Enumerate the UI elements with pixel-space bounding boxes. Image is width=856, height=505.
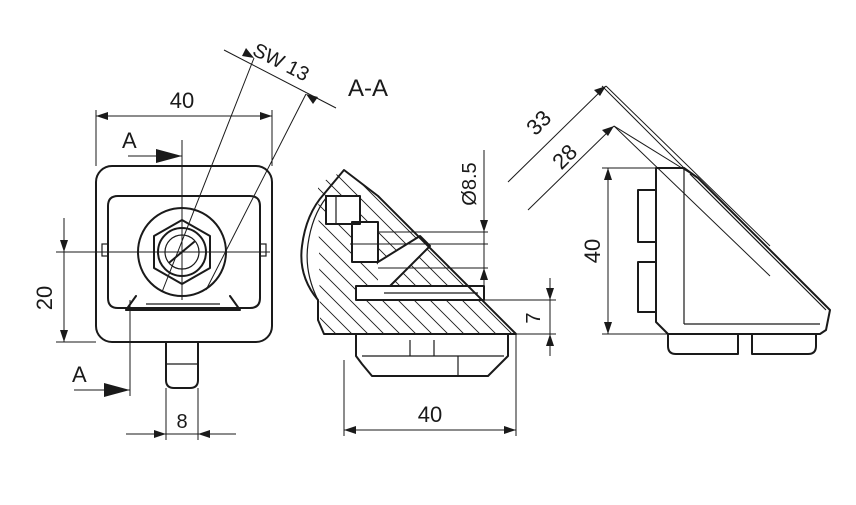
section-foot <box>355 333 509 377</box>
wrench-dimension-line <box>223 49 337 109</box>
front-width-label: 40 <box>170 88 194 113</box>
front-housing-outline <box>95 165 273 343</box>
outer-diagonal-label: 33 <box>521 105 556 140</box>
base-slot <box>355 285 485 301</box>
section-view: A-A <box>300 75 556 436</box>
screw-pocket <box>325 195 361 225</box>
bottom-rail-right <box>751 333 817 355</box>
outer-diagonal-dimension-line <box>507 85 607 183</box>
inner-diagonal-dimension-line <box>527 125 615 211</box>
wrench-leader-right <box>205 93 307 291</box>
side-view: 40 33 28 <box>507 85 831 355</box>
front-view: 40 20 8 SW 13 A A <box>32 39 337 440</box>
right-notch <box>259 243 267 257</box>
wrench-leader-left <box>161 57 255 293</box>
front-base-foot <box>125 295 241 311</box>
bore <box>351 221 379 263</box>
section-rounded-face <box>306 197 327 301</box>
left-notch <box>101 243 109 257</box>
front-height-label: 20 <box>32 286 57 310</box>
section-title: A-A <box>348 75 388 102</box>
section-length-label: 40 <box>418 402 442 427</box>
side-rail-lower <box>637 261 657 313</box>
section-marker-top: A <box>122 128 137 153</box>
bore-diameter-label: Ø8.5 <box>459 162 481 205</box>
front-recess-outline <box>107 195 261 309</box>
slot-nut <box>165 341 199 389</box>
side-rail-upper <box>637 189 657 243</box>
side-height-label: 40 <box>580 239 605 263</box>
offset-label: 7 <box>523 312 545 323</box>
section-outline <box>300 169 517 335</box>
bottom-rail-left <box>667 333 739 355</box>
side-body-outline <box>655 167 831 335</box>
inner-diagonal-label: 28 <box>547 139 582 174</box>
slot-width-label: 8 <box>176 411 187 433</box>
section-marker-bottom: A <box>72 362 87 387</box>
